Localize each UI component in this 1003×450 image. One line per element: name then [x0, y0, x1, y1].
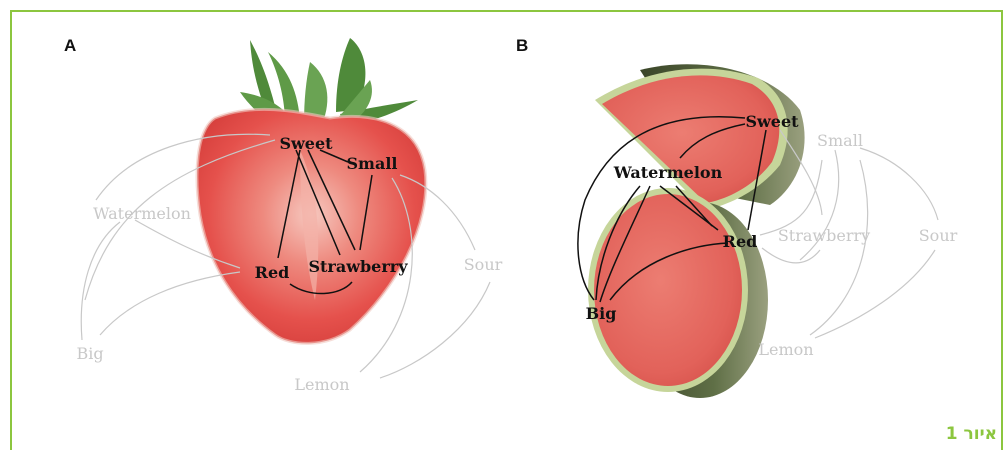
- watermelon-label-big: Big: [586, 304, 617, 323]
- strawberry-label-small: Small: [346, 154, 397, 173]
- strawberry-label-watermelon: Watermelon: [93, 204, 191, 223]
- strawberry-label-big: Big: [76, 344, 103, 363]
- watermelon-label-small: Small: [817, 131, 863, 150]
- panel-a-letter: A: [64, 36, 76, 56]
- figure-caption: איור 1: [946, 424, 997, 444]
- strawberry-label-sweet: Sweet: [279, 134, 333, 153]
- strawberry-label-strawberry: Strawberry: [308, 257, 408, 276]
- watermelon-label-sweet: Sweet: [745, 112, 799, 131]
- watermelon-label-sour: Sour: [919, 226, 958, 245]
- panel-a: Sweet Small Red Strawberry Watermelon Bi…: [76, 38, 502, 394]
- panel-b-letter: B: [516, 36, 528, 56]
- strawberry-label-sour: Sour: [464, 255, 503, 274]
- watermelon-upper-wedge: [595, 64, 805, 210]
- panel-b: Sweet Watermelon Red Big Small Strawberr…: [578, 64, 958, 398]
- strawberry-label-lemon: Lemon: [294, 375, 349, 394]
- watermelon-label-lemon: Lemon: [758, 340, 813, 359]
- strawberry-label-red: Red: [255, 263, 290, 282]
- watermelon-label-red: Red: [723, 232, 758, 251]
- watermelon-label-watermelon: Watermelon: [613, 163, 723, 182]
- watermelon-label-strawberry: Strawberry: [778, 226, 870, 245]
